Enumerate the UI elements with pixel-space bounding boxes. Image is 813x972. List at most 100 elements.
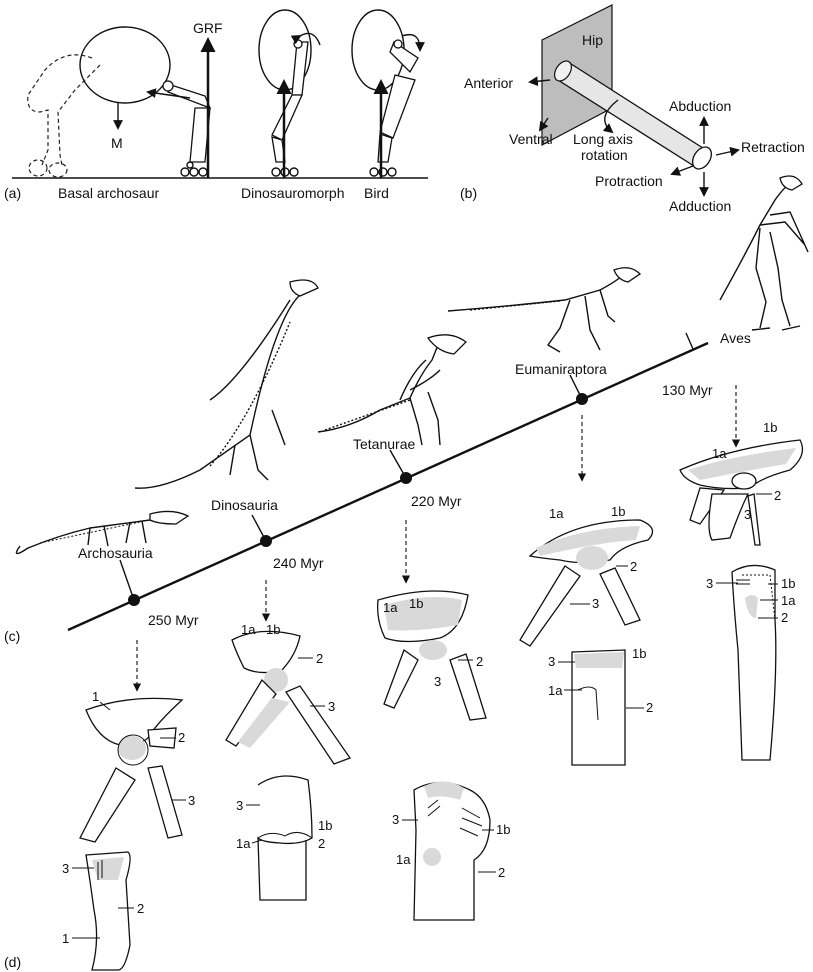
- hip-joint: [394, 40, 402, 48]
- skeleton-spine: [448, 276, 622, 311]
- grf-label: GRF: [193, 20, 223, 36]
- ventral-label: Ventral: [509, 131, 553, 147]
- eum-pelvis-label-1b: 1b: [611, 504, 625, 519]
- hip-label: Hip: [582, 32, 603, 48]
- clade-tetanurae: Tetanurae: [353, 436, 415, 452]
- taxon-bird: Bird: [364, 185, 389, 201]
- dino-femur-label-1b: 1b: [318, 818, 332, 833]
- eum-pelvis-label-2: 2: [630, 559, 637, 574]
- abduction-label: Abduction: [669, 98, 731, 114]
- retraction-label: Retraction: [741, 139, 805, 155]
- dino-pelvis-label-3: 3: [328, 699, 335, 714]
- aves-pelvis-label-3: 3: [744, 507, 751, 522]
- skeleton-vertebrae: [210, 322, 290, 466]
- dino-pelvis-label-1a: 1a: [241, 622, 256, 637]
- dinosauria-pelvis: 1a 1b 2 3: [226, 622, 350, 764]
- acetabulum-shading: [419, 640, 447, 660]
- eumaniraptora-pelvis: 1a 1b 2 3: [520, 504, 653, 646]
- arch-pelvis-label-3: 3: [188, 793, 195, 808]
- toe: [272, 168, 280, 176]
- pubis-bone: [384, 650, 418, 708]
- eumaniraptora-femur: 3 1b 1a 2: [548, 646, 653, 765]
- node-label-240: 240 Myr: [273, 555, 324, 571]
- node-label-130: 130 Myr: [662, 382, 713, 398]
- toe: [388, 168, 396, 176]
- toe: [199, 168, 207, 176]
- sprawling-foot: [29, 160, 47, 176]
- pubis-bone: [80, 768, 135, 842]
- tet-pelvis-label-3: 3: [434, 674, 441, 689]
- eum-pelvis-label-3: 3: [592, 596, 599, 611]
- arch-femur-label-1: 1: [62, 931, 69, 946]
- tet-femur-label-2: 2: [498, 865, 505, 880]
- dino-femur-label-3: 3: [236, 798, 243, 813]
- eum-femur-label-3: 3: [548, 654, 555, 669]
- dinosauria-skeleton: [135, 280, 318, 488]
- arch-femur-label-3: 3: [62, 861, 69, 876]
- sprawling-foot-2: [49, 163, 67, 177]
- panel-d: (d) 1 2 3 3 2 1: [4, 420, 802, 970]
- eum-pelvis-label-1a: 1a: [549, 506, 564, 521]
- m-label: M: [111, 135, 123, 151]
- archosauria-femur: 3 2 1: [62, 852, 144, 970]
- panel-a-label: (a): [4, 185, 21, 201]
- long-axis-label-2: rotation: [581, 147, 628, 163]
- skeleton-limbs: [756, 228, 790, 328]
- tetanurae-pelvis: 1a 1b 2 3: [378, 591, 486, 720]
- femur-segment: [292, 42, 308, 95]
- femur-head-shading: [574, 652, 624, 668]
- skeleton-spine: [318, 340, 440, 432]
- tet-pelvis-label-1b: 1b: [409, 596, 423, 611]
- toe: [181, 168, 189, 176]
- panel-d-label: (d): [4, 954, 21, 970]
- acetabulum-shading: [576, 546, 608, 570]
- tibia-segment: [380, 75, 415, 138]
- aves-femur-label-1a: 1a: [781, 593, 796, 608]
- skeleton-skull: [150, 511, 188, 524]
- dino-pelvis-label-2: 2: [316, 651, 323, 666]
- protraction-arrow: [672, 166, 693, 174]
- aves-pelvis: 1a 1b 2 3: [680, 420, 802, 545]
- femur-bone: [732, 565, 776, 760]
- archosauria-pelvis: 1 2 3: [80, 689, 195, 842]
- node-220: [400, 472, 412, 484]
- dino-femur-label-2: 2: [318, 836, 325, 851]
- arch-pelvis-label-2: 2: [178, 730, 185, 745]
- dinosauria-femur: 3 1a 1b 2: [236, 776, 332, 900]
- retraction-arrow: [716, 150, 738, 155]
- skeleton-wings: [760, 212, 808, 252]
- skeleton-back: [210, 300, 290, 400]
- hip-joint: [294, 40, 302, 48]
- branch-aves: [686, 333, 693, 349]
- ischium-bone: [286, 686, 350, 764]
- acetabulum: [732, 473, 756, 489]
- toe: [290, 168, 298, 176]
- hip-joint: [163, 81, 173, 91]
- skeleton-skull: [780, 176, 802, 190]
- tetanurae-skeleton: [318, 335, 466, 445]
- tetanurae-femur: 3 1b 1a 2: [392, 781, 510, 920]
- aves-femur-label-2: 2: [781, 610, 788, 625]
- skeleton-skull: [290, 280, 318, 296]
- sprawling-leg-inner: [58, 65, 100, 165]
- branch-archosauria: [120, 560, 134, 600]
- tet-femur-label-1a: 1a: [396, 852, 411, 867]
- tet-femur-label-1b: 1b: [496, 822, 510, 837]
- protraction-label: Protraction: [595, 173, 663, 189]
- taxon-dinosauromorph: Dinosauromorph: [241, 185, 345, 201]
- arch-pelvis-label-1: 1: [92, 689, 99, 704]
- panel-b-label: (b): [460, 185, 477, 201]
- aves-femur-label-1b: 1b: [781, 576, 795, 591]
- skeleton-vertebrae: [325, 400, 410, 430]
- tet-pelvis-label-2: 2: [476, 654, 483, 669]
- rotation-arrow: [402, 35, 420, 50]
- skeleton-limbs: [548, 290, 615, 352]
- eum-femur-label-1b: 1b: [632, 646, 646, 661]
- toe: [187, 162, 193, 168]
- adduction-label: Adduction: [669, 198, 731, 214]
- taxon-basal-archosaur: Basal archosaur: [58, 185, 160, 201]
- node-130: [576, 393, 588, 405]
- ilium-bone: [232, 631, 300, 672]
- tet-femur-label-3: 3: [392, 812, 399, 827]
- eum-femur-label-2: 2: [646, 700, 653, 715]
